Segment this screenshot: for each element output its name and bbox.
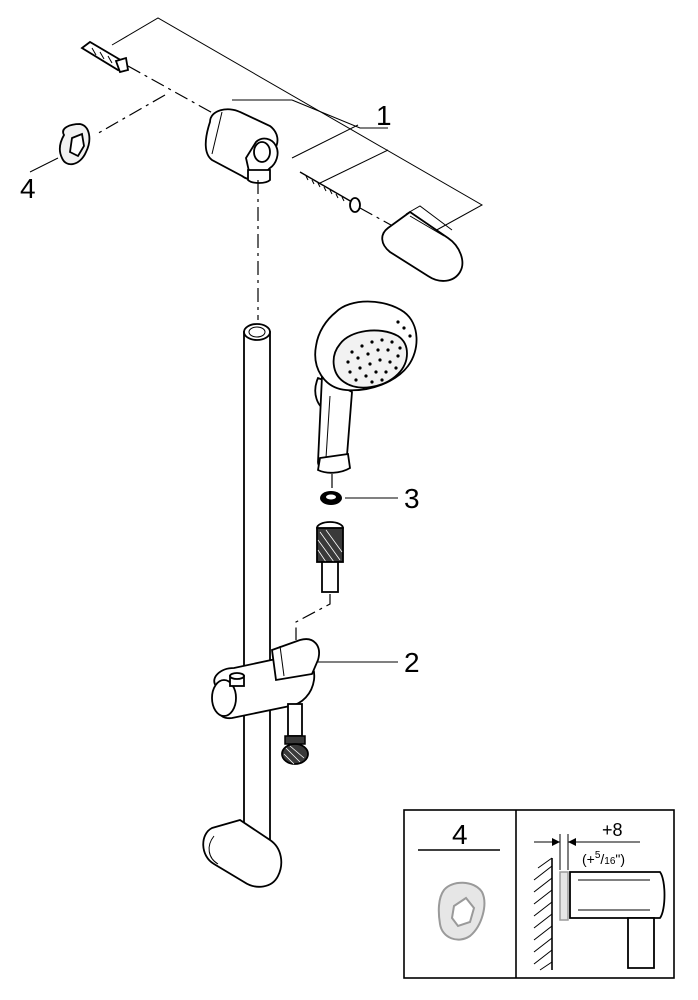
spacer-ring bbox=[58, 123, 91, 166]
detail-dimension-mm: +8 bbox=[602, 820, 623, 840]
detail-dimension-inch: (+5/16") bbox=[582, 850, 625, 867]
slider-holder bbox=[211, 638, 320, 719]
inch-numerator: 5 bbox=[595, 850, 601, 861]
detail-dimension-arrows bbox=[534, 834, 640, 870]
wall-plug bbox=[80, 40, 130, 74]
shower-rail bbox=[243, 323, 271, 845]
detail-bracket-section bbox=[569, 871, 666, 969]
screw bbox=[299, 171, 361, 213]
callout-4-leader bbox=[29, 157, 59, 173]
callout-1-label: 1 bbox=[376, 100, 392, 131]
hose-path bbox=[295, 594, 331, 640]
inch-denominator: 16 bbox=[604, 856, 616, 867]
detail-gap-spacer bbox=[559, 871, 569, 921]
detail-spacer-ring bbox=[437, 881, 486, 941]
callout-1-leader bbox=[111, 17, 484, 233]
centerline-plug bbox=[127, 65, 219, 117]
callout-2-label: 2 bbox=[404, 647, 420, 678]
upper-wall-bracket bbox=[204, 108, 279, 184]
detail-wall-section bbox=[533, 857, 553, 971]
callout-4-label: 4 bbox=[20, 173, 36, 204]
inch-close: ") bbox=[615, 851, 625, 867]
detail-item-label: 4 bbox=[452, 819, 468, 850]
inch-open: (+ bbox=[582, 851, 595, 867]
callout-3-label: 3 bbox=[404, 483, 420, 514]
lower-wall-bracket bbox=[202, 819, 283, 888]
hose-nut-upper bbox=[316, 521, 344, 593]
washer bbox=[320, 491, 342, 505]
hose-nut-lower bbox=[281, 703, 309, 765]
end-cap-cover bbox=[381, 205, 464, 282]
centerline-spacer bbox=[94, 94, 166, 136]
hand-shower bbox=[314, 300, 418, 474]
inch-separator: / bbox=[600, 851, 604, 867]
